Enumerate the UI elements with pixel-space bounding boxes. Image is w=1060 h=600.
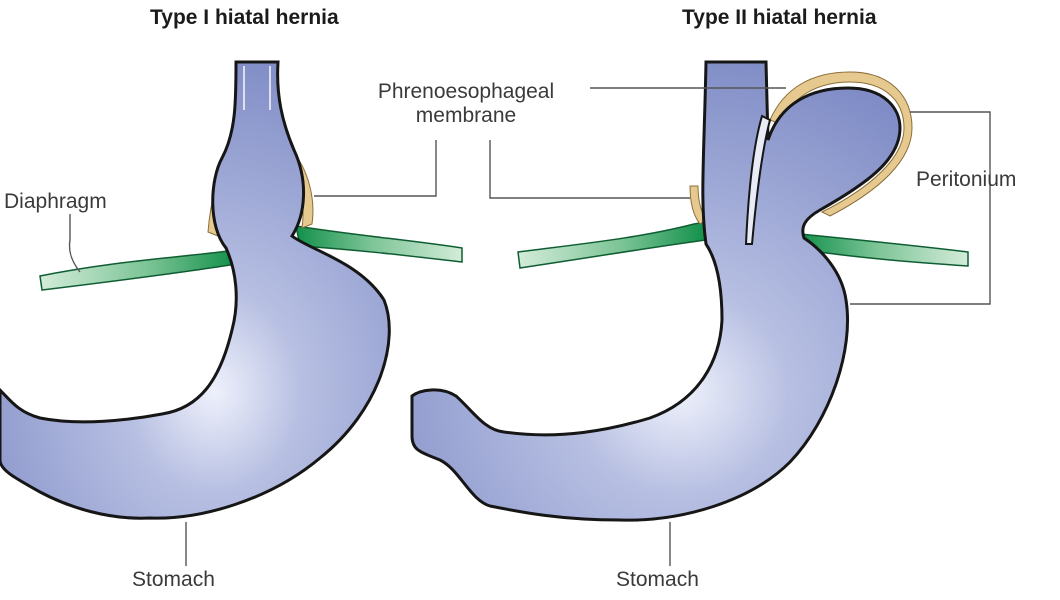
- peritonium-bracket: [850, 111, 991, 305]
- type1-diaphragm-left: [39, 249, 237, 291]
- membrane-leader-left: [314, 140, 437, 197]
- stomach-label-left: Stomach: [132, 568, 215, 591]
- leader-lines: [68, 87, 991, 566]
- type1-title: Type I hiatal hernia: [150, 6, 339, 29]
- type2-diaphragm-left: [517, 221, 707, 269]
- type2-illustration: [410, 60, 969, 522]
- type1-stomach-inner-line: [243, 66, 271, 110]
- membrane-leader-right-vertical: [489, 140, 690, 199]
- type1-diaphragm-right: [295, 225, 463, 263]
- stomach-label-right: Stomach: [616, 568, 699, 591]
- phrenoesophageal-label: Phrenoesophageal membrane: [350, 80, 582, 128]
- type2-title: Type II hiatal hernia: [682, 6, 877, 29]
- diaphragm-label: Diaphragm: [4, 190, 107, 213]
- type1-illustration: [0, 60, 463, 520]
- type2-diaphragm-right: [799, 233, 969, 267]
- type1-stomach: [0, 60, 391, 520]
- diaphragm-leader: [68, 214, 81, 273]
- peritonium-label: Peritonium: [916, 168, 1017, 191]
- phrenoesophageal-label-line1: Phrenoesophageal: [377, 80, 555, 103]
- phrenoesophageal-label-line2: membrane: [415, 104, 517, 127]
- type2-peritoneum-sac: [769, 71, 913, 217]
- type2-stomach: [410, 60, 902, 522]
- type2-cleft: [744, 114, 772, 245]
